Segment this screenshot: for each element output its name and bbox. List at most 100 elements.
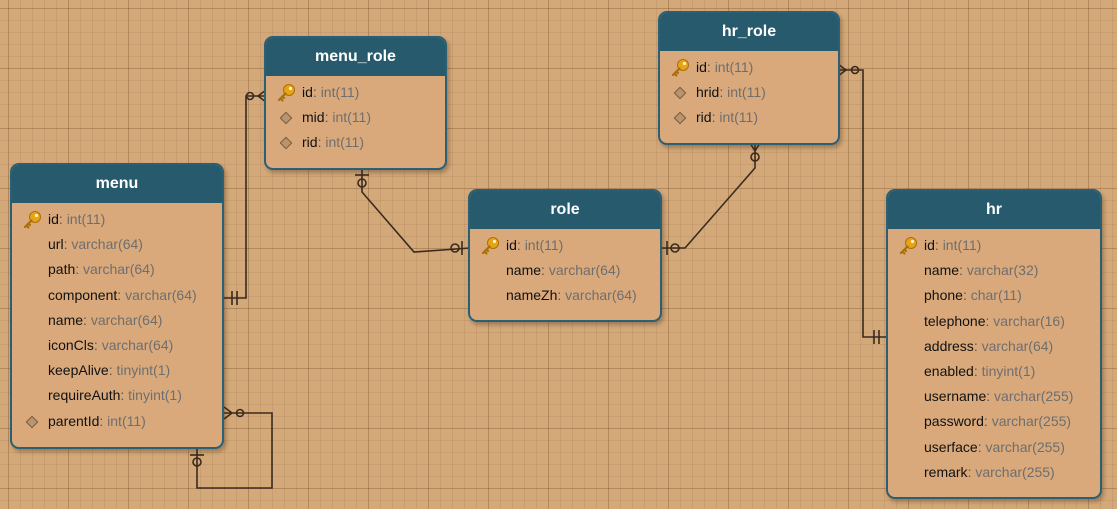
- entity-title: menu_role: [266, 38, 445, 76]
- field-type: int(11): [727, 84, 766, 101]
- field-name: enabled: [924, 362, 974, 379]
- field-separator: :: [83, 311, 91, 328]
- field-separator: :: [934, 237, 943, 253]
- field-type: tinyint(1): [128, 387, 182, 404]
- field-type: varchar(64): [565, 287, 637, 304]
- field-list: id: int(11)hrid: int(11)rid: int(11): [660, 51, 838, 131]
- field-row[interactable]: keepAlive: tinyint(1): [12, 358, 222, 383]
- primary-key-icon: [22, 210, 42, 230]
- field-name: name: [506, 262, 542, 279]
- field-row[interactable]: phone: char(11): [888, 283, 1100, 308]
- entity-menu[interactable]: menu id: int(11)url: varchar(64)path: va…: [10, 163, 224, 449]
- field-row[interactable]: userface: varchar(255): [888, 435, 1100, 460]
- field-row[interactable]: name: varchar(64): [12, 308, 222, 333]
- field-separator: :: [117, 286, 126, 303]
- field-row[interactable]: address: varchar(64): [888, 334, 1100, 359]
- rel-menu_role-role: [361, 168, 471, 253]
- field-separator: :: [108, 362, 117, 379]
- field-type: varchar(16): [993, 312, 1065, 329]
- field-type: int(11): [66, 211, 106, 227]
- primary-key-icon: [670, 58, 690, 78]
- field-name: address: [924, 337, 974, 354]
- field-row[interactable]: enabled: tinyint(1): [888, 359, 1100, 384]
- field-row[interactable]: id: int(11): [660, 55, 838, 80]
- entity-hr[interactable]: hr id: int(11)name: varchar(32)phone: ch…: [886, 189, 1102, 499]
- field-row[interactable]: id: int(11): [266, 80, 445, 105]
- field-name: id: [924, 237, 935, 253]
- field-name: keepAlive: [48, 362, 109, 379]
- entity-hr_role[interactable]: hr_role id: int(11)hrid: int(11)rid: int…: [658, 11, 840, 145]
- field-type: varchar(255): [991, 413, 1072, 430]
- field-separator: :: [986, 388, 995, 405]
- field-type: tinyint(1): [981, 362, 1036, 379]
- field-separator: :: [719, 84, 728, 101]
- field-type: int(11): [942, 237, 982, 253]
- field-name: url: [48, 236, 64, 253]
- field-name: id: [48, 211, 59, 227]
- field-row[interactable]: component: varchar(64): [12, 283, 222, 308]
- field-name: component: [48, 286, 118, 303]
- field-row[interactable]: iconCls: varchar(64): [12, 333, 222, 358]
- field-type: int(11): [107, 412, 146, 429]
- field-row[interactable]: remark: varchar(255): [888, 460, 1100, 485]
- field-row[interactable]: hrid: int(11): [660, 80, 838, 105]
- field-name: userface: [924, 438, 978, 455]
- field-list: id: int(11)name: varchar(64)nameZh: varc…: [470, 229, 660, 309]
- entity-title: hr_role: [660, 13, 838, 51]
- field-row[interactable]: name: varchar(64): [470, 258, 660, 283]
- field-separator: :: [977, 438, 986, 455]
- field-separator: :: [120, 387, 129, 404]
- field-separator: :: [312, 84, 321, 100]
- primary-key-icon: [898, 236, 918, 256]
- field-name: parentId: [48, 412, 100, 429]
- foreign-key-icon: [22, 412, 42, 432]
- field-row[interactable]: telephone: varchar(16): [888, 309, 1100, 334]
- entity-role[interactable]: role id: int(11)name: varchar(64)nameZh:…: [468, 189, 662, 322]
- field-row[interactable]: password: varchar(255): [888, 409, 1100, 434]
- field-row[interactable]: id: int(11): [888, 233, 1100, 258]
- field-separator: :: [63, 236, 72, 253]
- field-row[interactable]: username: varchar(255): [888, 384, 1100, 409]
- field-separator: :: [985, 312, 994, 329]
- foreign-key-icon: [276, 133, 296, 153]
- field-separator: :: [962, 287, 971, 304]
- field-row[interactable]: path: varchar(64): [12, 257, 222, 282]
- field-row[interactable]: rid: int(11): [266, 130, 445, 155]
- field-type: varchar(64): [83, 261, 155, 278]
- field-row[interactable]: name: varchar(32): [888, 258, 1100, 283]
- field-name: name: [924, 262, 960, 279]
- field-type: varchar(64): [71, 236, 143, 253]
- field-row[interactable]: url: varchar(64): [12, 232, 222, 257]
- field-separator: :: [983, 413, 992, 430]
- field-separator: :: [324, 109, 333, 126]
- field-row[interactable]: id: int(11): [12, 207, 222, 232]
- field-name: path: [48, 261, 76, 278]
- rel-role-hr_role: [660, 143, 756, 249]
- field-list: id: int(11)mid: int(11)rid: int(11): [266, 76, 445, 156]
- entity-title: hr: [888, 191, 1100, 229]
- field-row[interactable]: rid: int(11): [660, 105, 838, 130]
- foreign-key-icon: [670, 83, 690, 103]
- field-name: name: [48, 311, 84, 328]
- entity-menu_role[interactable]: menu_role id: int(11)mid: int(11)rid: in…: [264, 36, 447, 170]
- field-type: int(11): [714, 59, 754, 75]
- field-row[interactable]: id: int(11): [470, 233, 660, 258]
- field-row[interactable]: nameZh: varchar(64): [470, 283, 660, 308]
- field-separator: :: [711, 109, 720, 126]
- field-row[interactable]: parentId: int(11): [12, 409, 222, 434]
- field-separator: :: [973, 362, 982, 379]
- field-separator: :: [973, 337, 982, 354]
- field-type: int(11): [524, 237, 564, 253]
- field-name: password: [924, 413, 984, 430]
- rel-menu-menu_role: [224, 95, 266, 299]
- entity-title: role: [470, 191, 660, 229]
- field-type: int(11): [332, 109, 371, 126]
- field-type: int(11): [325, 134, 364, 151]
- field-row[interactable]: requireAuth: tinyint(1): [12, 383, 222, 408]
- field-type: int(11): [320, 84, 360, 100]
- field-row[interactable]: mid: int(11): [266, 105, 445, 130]
- field-type: varchar(64): [981, 337, 1054, 354]
- field-separator: :: [557, 287, 566, 304]
- field-type: varchar(32): [966, 262, 1039, 279]
